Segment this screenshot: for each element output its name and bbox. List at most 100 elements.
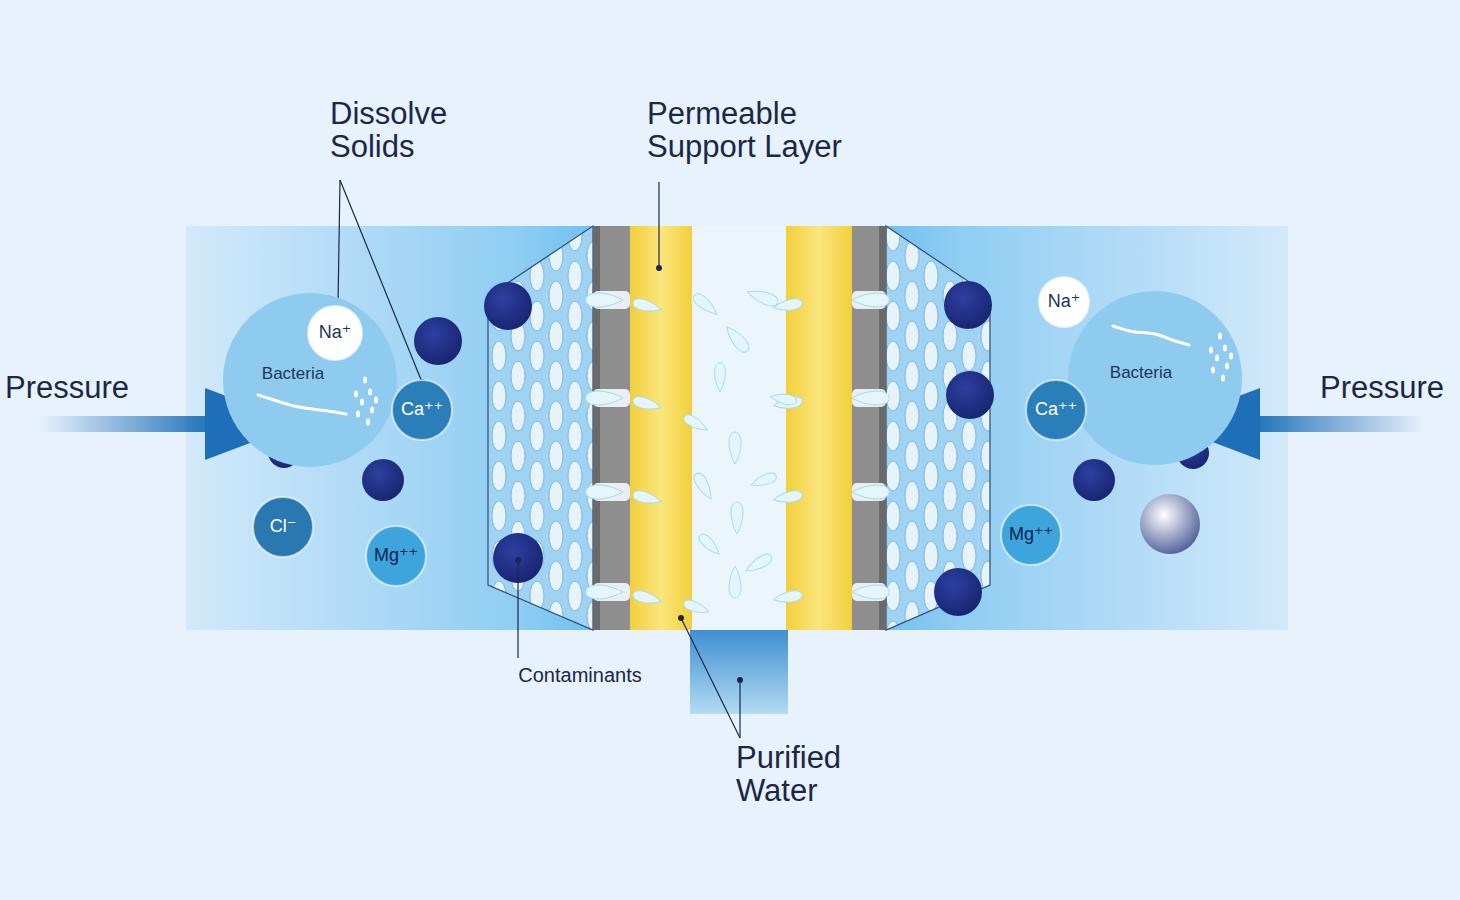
filter-hole — [492, 341, 506, 371]
water-drop — [745, 286, 779, 308]
filter-hole — [962, 461, 976, 491]
bacteria-strand — [1113, 326, 1189, 345]
filter-hole — [492, 381, 506, 411]
water-drop — [772, 589, 803, 605]
water-drop — [586, 391, 623, 405]
water-drop — [586, 485, 623, 499]
filter-hole — [905, 401, 919, 431]
pressure-arrow-shaft — [1250, 416, 1425, 432]
water-band — [186, 226, 1288, 630]
callout-label: Contaminants — [490, 665, 670, 686]
filter-hole — [511, 481, 525, 511]
filter-hole — [568, 541, 582, 571]
water-drop — [632, 489, 663, 507]
filter-hole — [568, 381, 582, 411]
circle-shape — [392, 380, 452, 440]
water-drop — [769, 392, 797, 406]
water-drop — [691, 291, 720, 318]
ion-label: Cl⁻ — [270, 517, 297, 537]
filter-hole — [549, 321, 563, 351]
circle-shape — [223, 293, 397, 467]
filter-hole — [568, 581, 582, 611]
water-drop — [722, 323, 752, 355]
bacteria-cell — [1215, 355, 1219, 362]
contaminant-particle — [944, 281, 992, 329]
bacteria-cell — [1218, 333, 1222, 340]
circle-shape — [1026, 380, 1086, 440]
circle-shape — [1001, 505, 1061, 565]
leader-line — [517, 560, 518, 658]
filter-hole — [905, 281, 919, 311]
water-drop — [750, 471, 778, 489]
bacteria-cell — [368, 389, 372, 396]
filter-hole — [905, 481, 919, 511]
membrane-layer — [593, 226, 630, 630]
callout-label: Permeable Support Layer — [647, 98, 897, 163]
filter-hole — [924, 541, 938, 571]
bacteria-circle: BacteriaNa⁺ — [222, 292, 398, 468]
circle-shape — [366, 526, 426, 586]
filter-hole — [924, 501, 938, 531]
filter-hole — [981, 441, 995, 471]
water-drop — [586, 585, 623, 599]
leader-dot — [737, 677, 743, 683]
filter-hole — [530, 261, 544, 291]
filter-hole — [568, 221, 582, 251]
filter-hole — [886, 421, 900, 451]
water-drop — [632, 395, 663, 413]
filter-hole — [962, 421, 976, 451]
bacteria-cell — [363, 377, 367, 384]
filter-hole — [924, 621, 938, 651]
filter-hole — [549, 561, 563, 591]
filter-hole — [549, 281, 563, 311]
membrane-layer — [852, 226, 886, 630]
circle-shape — [1068, 291, 1242, 465]
filter-hole — [530, 461, 544, 491]
filter-hole — [549, 521, 563, 551]
filter-hole — [549, 361, 563, 391]
ion-label: Na⁺ — [319, 323, 352, 343]
bacteria-cell — [1211, 367, 1215, 374]
water-drop — [852, 485, 889, 499]
solid-particle — [1140, 494, 1200, 554]
filter-hole — [549, 441, 563, 471]
bacteria-cell — [1221, 375, 1225, 382]
circle-shape — [253, 497, 313, 557]
membrane-edge — [879, 226, 886, 630]
circle-shape — [1039, 277, 1089, 327]
filter-hole — [981, 641, 995, 671]
filter-hole — [886, 261, 900, 291]
leader-line — [658, 182, 659, 268]
filter-hole — [492, 501, 506, 531]
water-drop — [682, 412, 710, 434]
filter-hole — [568, 461, 582, 491]
filter-hole — [530, 341, 544, 371]
water-drop — [731, 502, 743, 534]
outlet-pipe — [690, 630, 788, 714]
filter-hole — [924, 381, 938, 411]
ion-label: Na⁺ — [1048, 292, 1081, 312]
ion-label: Mg⁺⁺ — [1009, 525, 1053, 545]
circle-shape — [308, 306, 362, 360]
filter-hole — [568, 301, 582, 331]
filter-hole — [905, 561, 919, 591]
filter-hole — [568, 421, 582, 451]
membrane-edge — [593, 226, 600, 630]
pressure-arrow-shaft — [40, 416, 215, 432]
filter-hole — [530, 301, 544, 331]
contaminant-particle — [946, 371, 994, 419]
filter-hole — [943, 321, 957, 351]
filter-hole — [492, 221, 506, 251]
contaminant-particle — [484, 282, 532, 330]
ion-circle: Cl⁻ — [252, 496, 314, 558]
ion-circle: Ca⁺⁺ — [1025, 379, 1087, 441]
filter-hole — [924, 301, 938, 331]
filter-hole — [943, 641, 957, 671]
filter-hole — [981, 321, 995, 351]
organism-label: Bacteria — [1110, 364, 1172, 383]
support-layer — [630, 226, 692, 630]
leader-dot — [678, 615, 684, 621]
bacteria-strand — [258, 395, 346, 414]
bacteria-cell — [1223, 345, 1227, 352]
contaminant-particle — [934, 568, 982, 616]
